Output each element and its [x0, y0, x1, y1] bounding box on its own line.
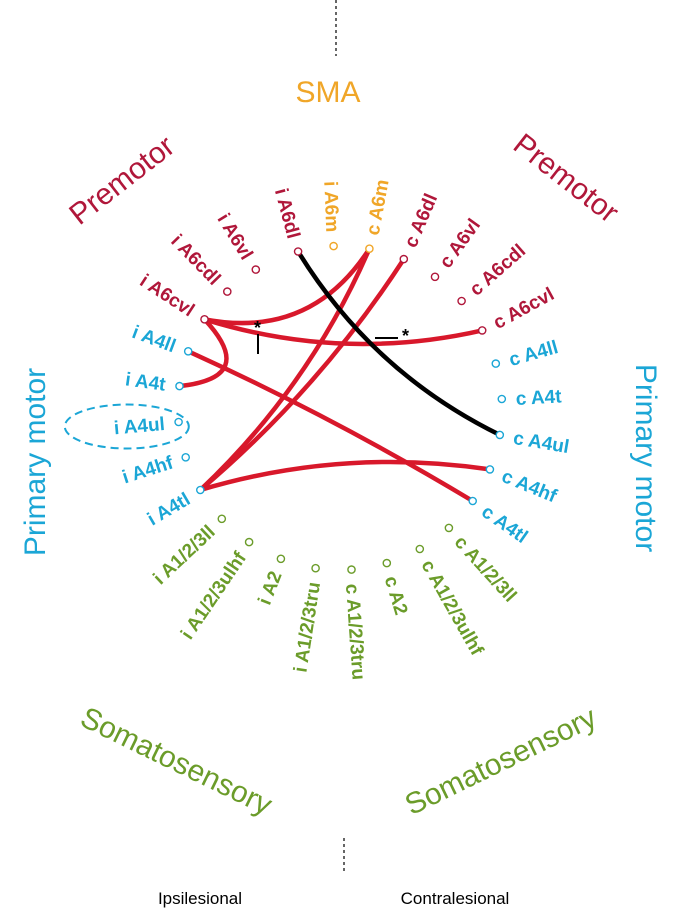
- premotor-left-group-label: Premotor: [63, 130, 181, 232]
- node-dot-cA4hf: [485, 465, 495, 474]
- node-dot-iA123ll: [217, 514, 227, 524]
- node-label-iA4tl: i A4tl: [144, 489, 194, 530]
- node-label-cA4t: c A4t: [515, 386, 563, 410]
- node-label-cA123ll: c A1/2/3ll: [450, 532, 521, 607]
- connections-layer: [177, 246, 503, 504]
- node-label-iA6cdl: i A6cdl: [166, 231, 224, 290]
- node-dot-cA4t: [497, 394, 507, 404]
- node-dot-iA4t: [175, 381, 184, 391]
- node-label-cA4ll: c A4ll: [507, 337, 561, 371]
- node-dot-cA4ll: [491, 359, 501, 368]
- node-label-iA2: i A2: [255, 568, 287, 607]
- node-dot-cA123ll: [444, 523, 454, 533]
- node-label-cA6m: c A6m: [363, 178, 394, 237]
- node-dot-cA123tru: [347, 565, 356, 574]
- marker-left: *: [254, 318, 261, 354]
- connection-iA6cvl-cA6m: [202, 246, 372, 326]
- node-label-cA6dl: c A6dl: [401, 191, 442, 251]
- connection-iA4tl-cA6dl: [198, 256, 407, 493]
- connection-iA6cvl-iA4t: [177, 317, 229, 389]
- node-label-iA123tru: i A1/2/3tru: [290, 581, 325, 674]
- node-dot-cA6cdl: [457, 296, 466, 306]
- marker-right: *: [375, 326, 409, 346]
- connection-iA6dl-cA4ul: [295, 249, 503, 438]
- somatosensory-left-group-label: Somatosensory: [75, 701, 277, 822]
- primary-motor-left-group-label: Primary motor: [19, 368, 52, 556]
- node-dot-cA2: [382, 558, 392, 568]
- contralesional-label: Contralesional: [401, 889, 510, 908]
- node-dot-iA123tru: [311, 563, 320, 573]
- node-label-cA2: c A2: [380, 574, 412, 618]
- node-dot-cA4tl: [468, 496, 478, 506]
- node-label-cA6cdl: c A6cdl: [466, 240, 530, 300]
- primary-motor-right-group-label: Primary motor: [629, 364, 662, 552]
- node-dot-iA2: [276, 554, 286, 564]
- node-dot-cA123ulhf: [415, 544, 425, 554]
- node-dot-iA4ll: [183, 346, 193, 356]
- node-label-cA4tl: c A4tl: [477, 501, 531, 547]
- node-dot-iA4ul: [174, 417, 183, 427]
- node-dot-iA123ulhf: [244, 537, 254, 547]
- node-label-cA4hf: c A4hf: [498, 466, 560, 507]
- node-label-iA4hf: i A4hf: [120, 452, 177, 488]
- node-label-iA4ul: i A4ul: [113, 414, 166, 439]
- node-label-iA6m: i A6m: [319, 181, 342, 233]
- node-dot-cA6dl: [399, 254, 409, 264]
- node-label-iA6vl: i A6vl: [213, 210, 257, 264]
- node-dot-iA4tl: [195, 485, 205, 495]
- node-label-cA6vl: c A6vl: [436, 215, 485, 272]
- highlight-ellipse: [63, 403, 190, 450]
- node-dot-iA6cdl: [222, 287, 232, 296]
- node-dot-cA4ul: [495, 430, 505, 440]
- node-dot-iA6dl: [293, 247, 303, 256]
- somatosensory-right-group-label: Somatosensory: [400, 701, 602, 822]
- node-dot-iA6vl: [251, 265, 261, 274]
- node-label-cA6cvl: c A6cvl: [490, 284, 558, 334]
- node-dot-iA6cvl: [200, 314, 209, 324]
- node-label-iA123ll: i A1/2/3ll: [150, 522, 220, 590]
- node-dot-iA6m: [329, 241, 338, 251]
- premotor-right-group-label: Premotor: [507, 128, 625, 230]
- connection-iA4tl-cA4hf: [198, 459, 493, 493]
- node-label-cA4ul: c A4ul: [512, 428, 571, 458]
- node-label-iA4t: i A4t: [124, 369, 168, 395]
- node-dot-cA6m: [365, 244, 374, 253]
- node-dot-cA6cvl: [477, 326, 487, 335]
- marker-right-star: *: [402, 326, 409, 346]
- node-dot-iA4hf: [181, 452, 190, 462]
- connection-iA4tl-cA6m: [198, 246, 372, 493]
- marker-left-star: *: [254, 318, 261, 338]
- node-label-iA6cvl: i A6cvl: [136, 271, 198, 322]
- node-label-iA4ll: i A4ll: [129, 322, 178, 357]
- sma-group-label: SMA: [295, 76, 360, 109]
- node-dot-cA6vl: [430, 272, 440, 282]
- node-label-cA123tru: c A1/2/3tru: [341, 583, 369, 681]
- ipsilesional-label: Ipsilesional: [158, 889, 242, 908]
- connection-iA4ll-cA4tl: [185, 349, 475, 504]
- node-label-iA6dl: i A6dl: [270, 186, 303, 241]
